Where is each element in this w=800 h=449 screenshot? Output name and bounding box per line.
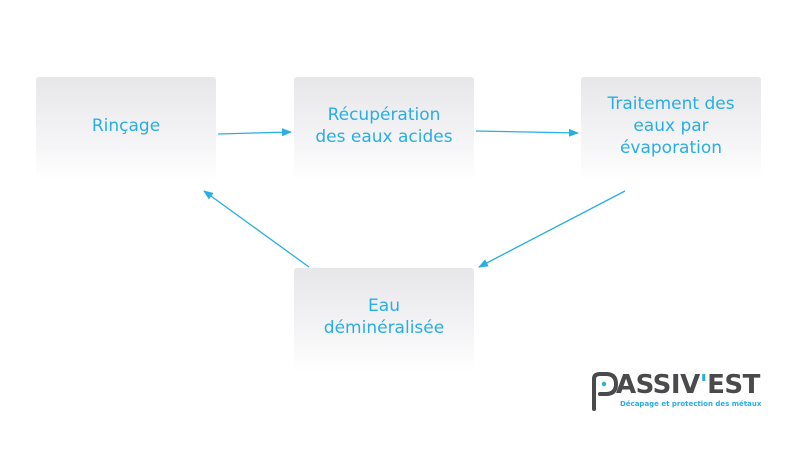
logo-p-icon — [592, 372, 618, 411]
logo-wordmark: ASSIV'EST — [604, 370, 760, 400]
logo-word-accent: EST — [707, 370, 760, 400]
logo-word-apostrophe: ' — [699, 370, 708, 400]
arrow-rincage-to-recuperation — [217, 128, 292, 137]
node-recuperation-label: Récupération des eaux acides — [315, 104, 453, 147]
node-recuperation: Récupération des eaux acides — [294, 77, 474, 182]
node-rincage-label: Rinçage — [91, 115, 161, 136]
logo-word-main: ASSIV — [616, 370, 700, 400]
node-eau-label: Eau déminéralisée — [323, 295, 445, 338]
arrow-recuperation-to-traitement — [475, 128, 579, 137]
node-traitement-label: Traitement des eaux par évaporation — [607, 93, 735, 158]
arrow-traitement-to-eau — [478, 190, 626, 268]
node-eau-demineralisee: Eau déminéralisée — [294, 268, 474, 373]
node-rincage: Rinçage — [36, 77, 216, 182]
node-traitement: Traitement des eaux par évaporation — [581, 77, 761, 182]
passivest-logo: ASSIV'EST Décapage et protection des mét… — [590, 370, 762, 415]
logo-tagline: Décapage et protection des métaux — [620, 400, 762, 408]
arrow-eau-to-rincage — [203, 190, 310, 268]
